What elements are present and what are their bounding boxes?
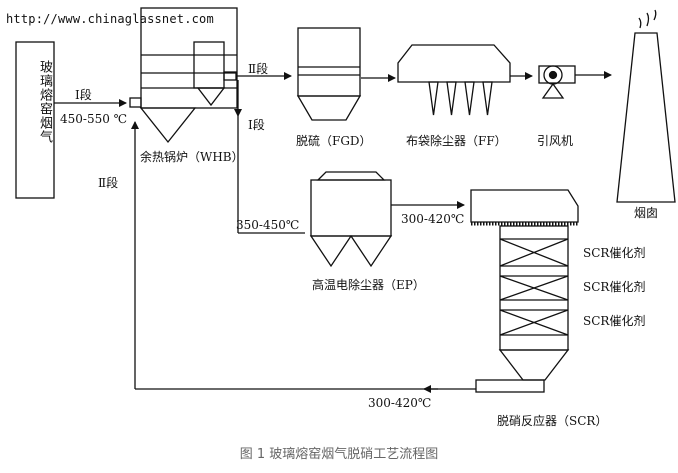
- fan-hub: [548, 70, 558, 80]
- baghouse-housing: [397, 44, 511, 83]
- ep-right-hopper: [349, 235, 393, 268]
- baghouse-hopper: [464, 81, 475, 116]
- return-temperature-label: 300-420℃: [368, 396, 432, 410]
- baghouse-hopper: [428, 81, 439, 116]
- baghouse-hopper: [482, 81, 493, 116]
- scr-label: 脱硝反应器（SCR）: [497, 414, 608, 428]
- scr-inlet-temperature-label: 300-420℃: [401, 212, 465, 226]
- scr-catalyst-3-cross: [499, 309, 569, 336]
- stage-2-label-top: Ⅱ段: [248, 62, 269, 76]
- scr-catalyst-2-label: SCR催化剂: [583, 280, 646, 294]
- furnace-source-box: [15, 41, 55, 199]
- fgd-label: 脱硫（FGD）: [296, 134, 372, 148]
- scr-catalyst-3-label: SCR催化剂: [583, 314, 646, 328]
- fgd-tower: [297, 27, 361, 97]
- ep-roof: [316, 171, 386, 181]
- stage-1-label-down: Ⅰ段: [248, 118, 265, 132]
- ep-label: 高温电除尘器（EP）: [312, 278, 425, 292]
- ep-precipitator: [310, 179, 392, 237]
- whb-right-chamber: [193, 41, 225, 89]
- scr-outlet-duct: [475, 379, 545, 393]
- baghouse-hopper: [446, 81, 457, 116]
- ep-left-hopper: [309, 235, 353, 268]
- ep-inlet-temperature-label: 350-450℃: [236, 218, 300, 232]
- source-label: 玻璃熔窑烟气: [37, 60, 52, 144]
- whb-label: 余热锅炉（WHB）: [140, 150, 244, 164]
- scr-catalyst-1-label: SCR催化剂: [583, 246, 646, 260]
- fgd-bottom-cone: [296, 95, 362, 121]
- chimney-label: 烟囱: [634, 206, 659, 220]
- chimney-stack: [616, 32, 676, 203]
- scr-catalyst-2-cross: [499, 275, 569, 301]
- scr-inlet-hood: [470, 189, 579, 223]
- fan-label: 引风机: [537, 134, 574, 148]
- stage-1-label-left: Ⅰ段: [75, 88, 92, 102]
- figure-caption: 图 1 玻璃熔窑烟气脱硝工艺流程图: [239, 447, 439, 462]
- whb-boiler-body: [140, 7, 238, 109]
- watermark-url: http://www.chinaglassnet.com: [6, 12, 214, 26]
- scr-bottom-cone: [498, 349, 570, 381]
- whb-left-hopper: [139, 107, 197, 144]
- whb-right-hopper: [196, 87, 226, 107]
- fan-stand: [541, 82, 565, 99]
- scr-catalyst-1-cross: [499, 238, 569, 267]
- inlet-temperature-label: 450-550 ℃: [60, 112, 128, 126]
- whb-inlet-nozzle: [129, 97, 142, 108]
- ff-label: 布袋除尘器（FF）: [406, 134, 507, 148]
- chimney-smoke: [638, 9, 657, 29]
- stage-2-label-left: Ⅱ段: [98, 176, 119, 190]
